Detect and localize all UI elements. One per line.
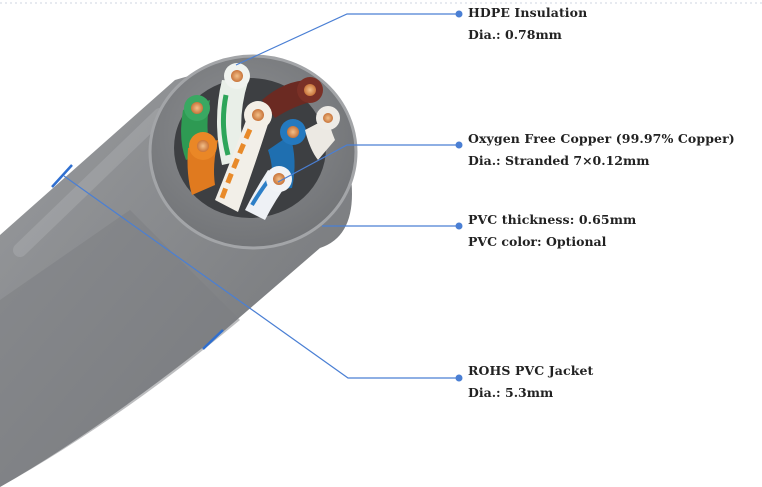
callout-detail: PVC color: Optional — [468, 234, 607, 249]
callout-detail: Dia.: Stranded 7×0.12mm — [468, 153, 650, 168]
callout-line-jacket — [63, 175, 458, 379]
callout-line-hdpe — [235, 13, 458, 66]
callout-detail: Dia.: 5.3mm — [468, 385, 554, 400]
callout-line-copper — [277, 144, 458, 183]
callout-title: Oxygen Free Copper (99.97% Copper) — [468, 131, 735, 146]
callout-dot-copper — [455, 141, 463, 149]
callout-dot-pvc-thickness — [455, 222, 463, 230]
brown-wire — [262, 77, 323, 118]
callout-title: PVC thickness: 0.65mm — [468, 212, 637, 227]
callout-title: HDPE Insulation — [468, 5, 588, 20]
jacket-tick-top — [51, 164, 73, 188]
white-brown-wire — [305, 106, 340, 160]
orange-white-wire — [215, 101, 272, 212]
callout-lines — [63, 13, 458, 379]
blue-white-wire — [245, 166, 292, 220]
callout-title: ROHS PVC Jacket — [468, 363, 594, 378]
jacket-tick-bottom — [202, 329, 224, 350]
callout-detail: Dia.: 0.78mm — [468, 27, 562, 42]
orange-wire — [187, 132, 218, 195]
callout-dot-hdpe — [455, 10, 463, 18]
callout-dots — [455, 10, 463, 382]
callout-pvc-thickness: PVC thickness: 0.65mm PVC color: Optiona… — [468, 209, 636, 253]
callout-oxygen-free-copper: Oxygen Free Copper (99.97% Copper) Dia.:… — [468, 128, 735, 172]
wire-bundle — [181, 63, 340, 220]
callout-rohs-pvc-jacket: ROHS PVC Jacket Dia.: 5.3mm — [468, 360, 593, 404]
callout-hdpe-insulation: HDPE Insulation Dia.: 0.78mm — [468, 2, 587, 46]
callout-dot-jacket — [455, 374, 463, 382]
